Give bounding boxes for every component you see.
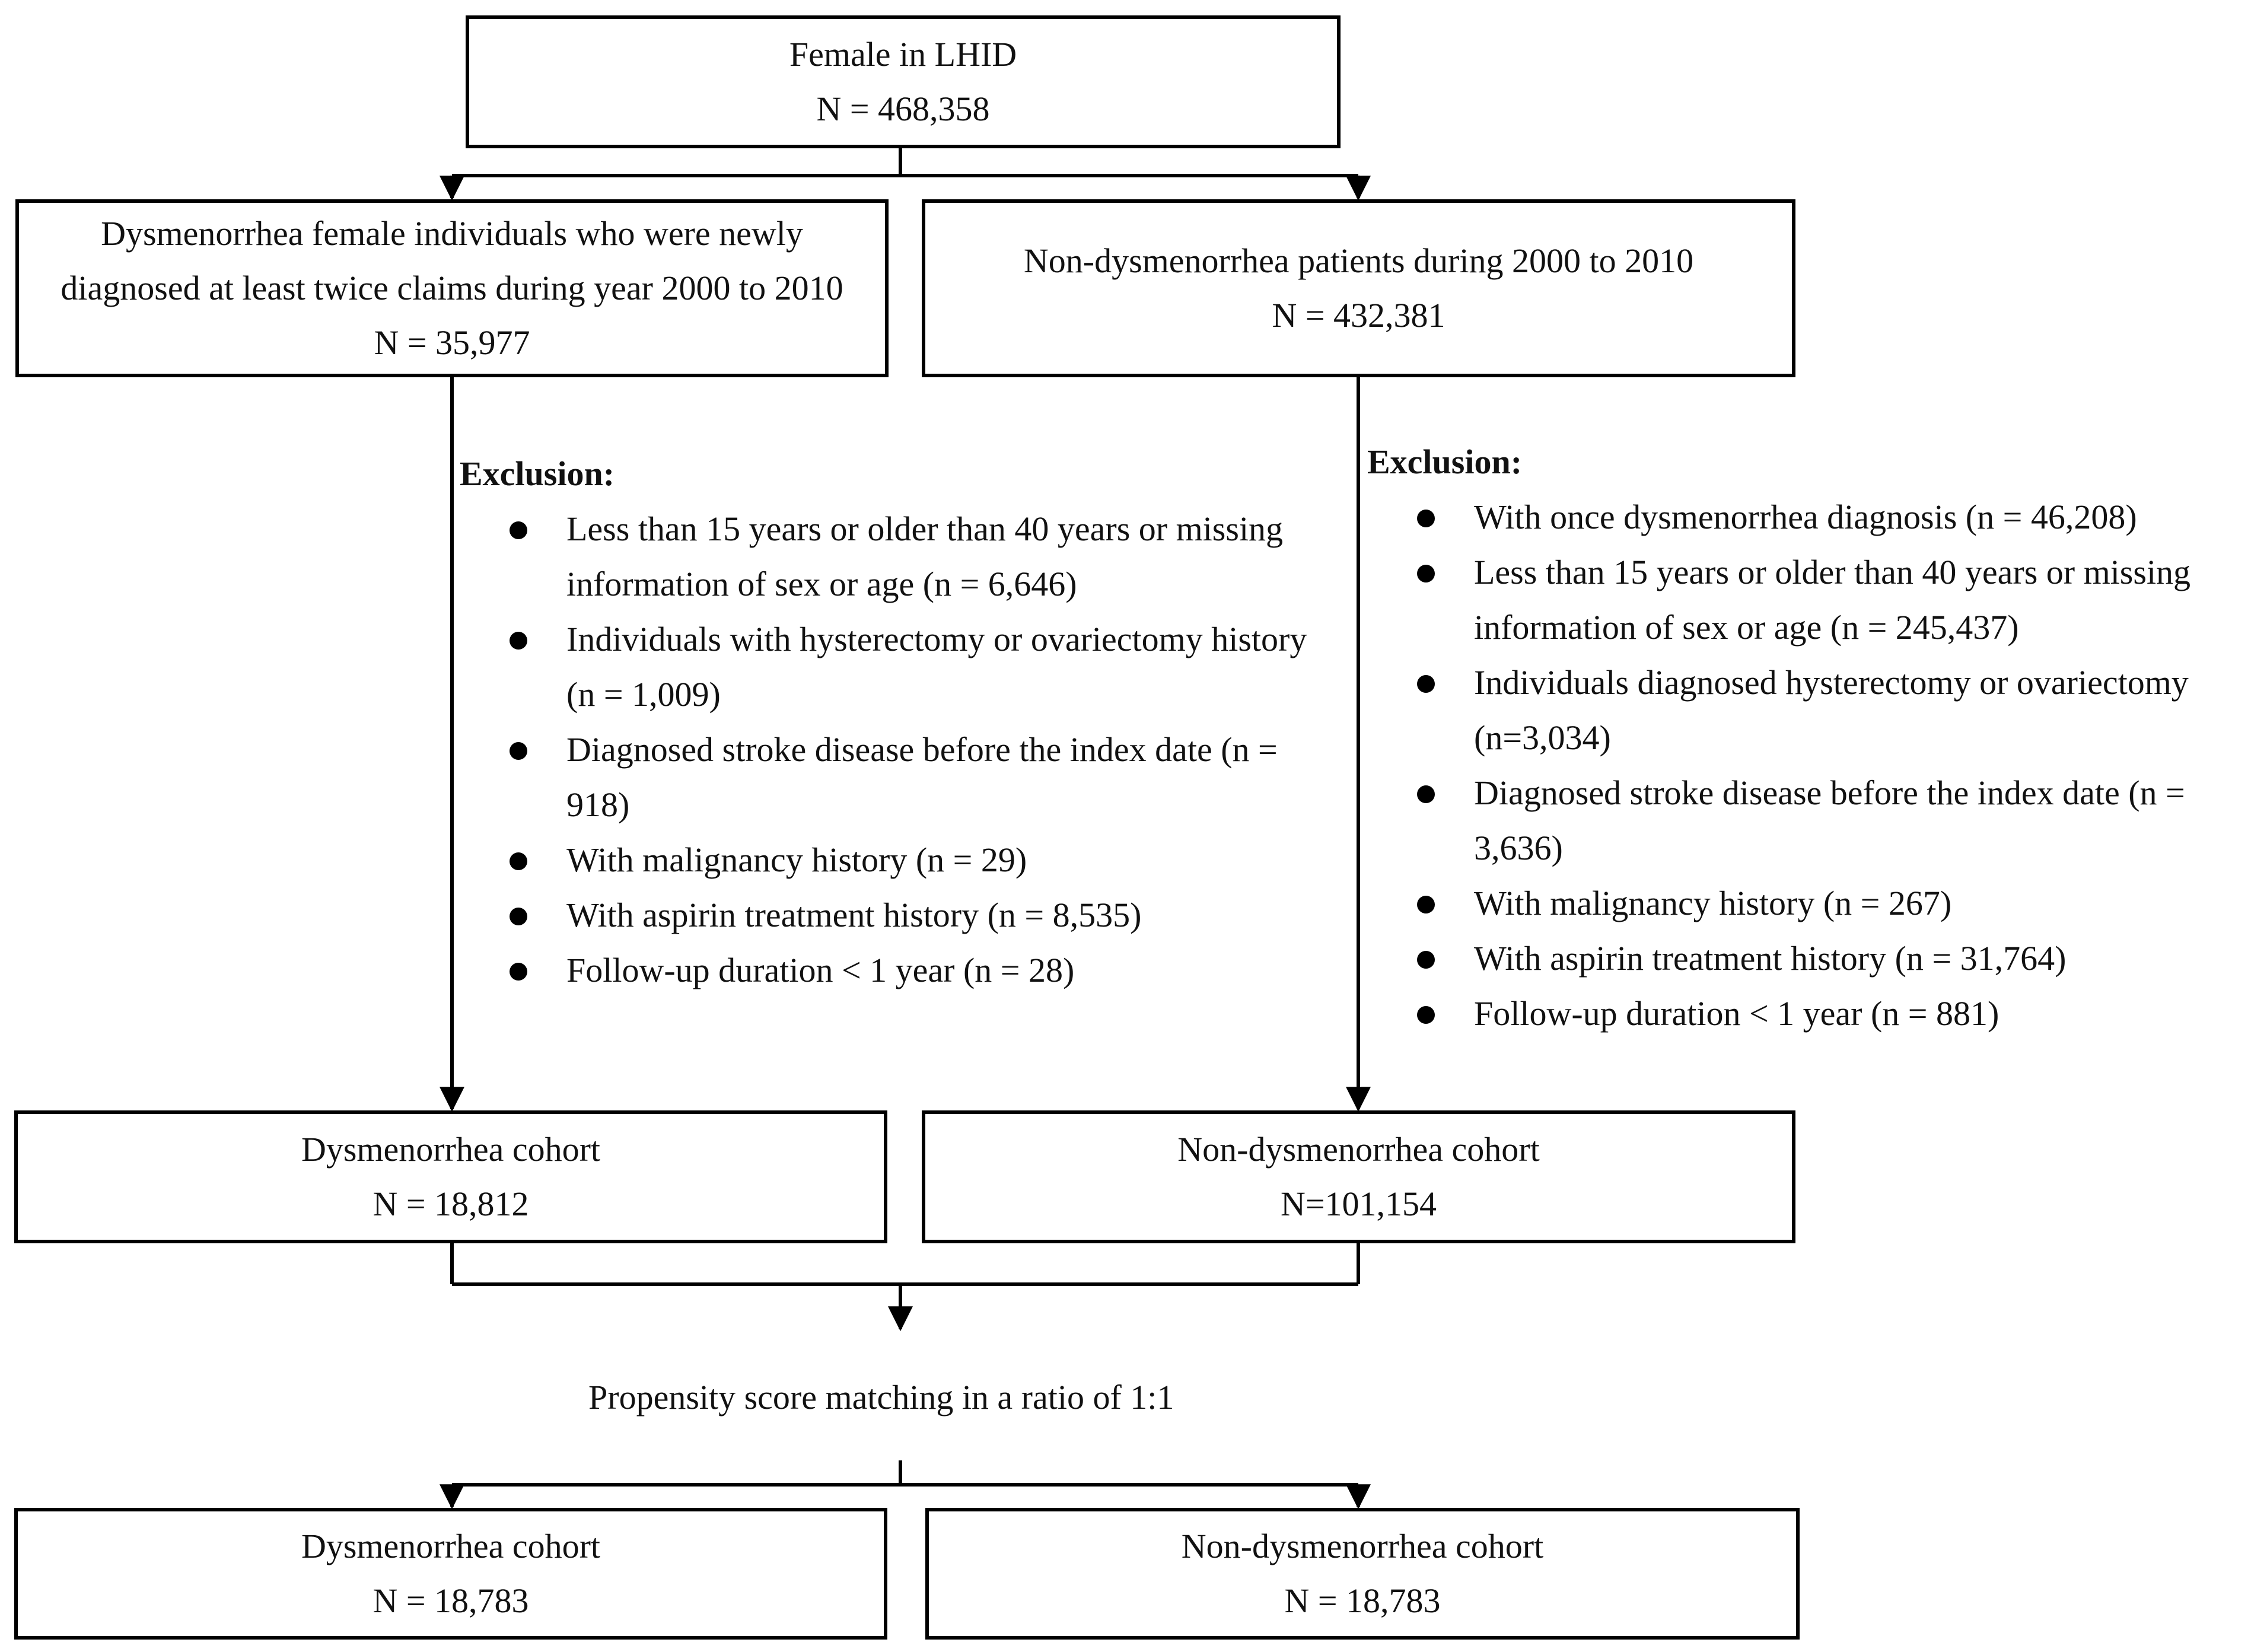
box-dysmenorrhea-cohort-count: N = 18,812 — [372, 1185, 529, 1223]
box-dysmenorrhea-initial-count: N = 35,977 — [374, 323, 530, 362]
exclusion-item: Individuals with hysterectomy or ovariec… — [460, 612, 1326, 722]
box-female-lhid: Female in LHID N = 468,358 — [466, 15, 1341, 148]
box-non-dysmenorrhea-matched-title: Non-dysmenorrhea cohort — [1181, 1527, 1544, 1565]
box-dysmenorrhea-matched-title: Dysmenorrhea cohort — [301, 1527, 601, 1565]
exclusion-right: Exclusion: With once dysmenorrhea diagno… — [1367, 434, 2251, 1041]
exclusion-item: With aspirin treatment history (n = 31,7… — [1367, 931, 2251, 986]
box-non-dysmenorrhea-initial-title: Non-dysmenorrhea patients during 2000 to… — [1023, 241, 1694, 280]
box-non-dysmenorrhea-initial: Non-dysmenorrhea patients during 2000 to… — [922, 199, 1795, 377]
box-dysmenorrhea-matched: Dysmenorrhea cohort N = 18,783 — [14, 1508, 887, 1640]
exclusion-left: Exclusion: Less than 15 years or older t… — [460, 446, 1326, 998]
box-dysmenorrhea-initial: Dysmenorrhea female individuals who were… — [15, 199, 889, 377]
box-non-dysmenorrhea-cohort: Non-dysmenorrhea cohort N=101,154 — [922, 1110, 1795, 1243]
box-dysmenorrhea-cohort-title: Dysmenorrhea cohort — [301, 1130, 601, 1169]
exclusion-item: Less than 15 years or older than 40 year… — [460, 501, 1326, 612]
box-female-lhid-count: N = 468,358 — [816, 90, 990, 128]
exclusion-right-title: Exclusion: — [1367, 443, 1523, 481]
exclusion-item: Individuals diagnosed hysterectomy or ov… — [1367, 655, 2251, 765]
exclusion-item: With once dysmenorrhea diagnosis (n = 46… — [1367, 489, 2251, 545]
exclusion-item: With malignancy history (n = 29) — [460, 832, 1326, 887]
box-dysmenorrhea-initial-line2: diagnosed at least twice claims during y… — [61, 269, 843, 307]
box-dysmenorrhea-cohort: Dysmenorrhea cohort N = 18,812 — [14, 1110, 887, 1243]
box-non-dysmenorrhea-cohort-title: Non-dysmenorrhea cohort — [1177, 1130, 1540, 1169]
exclusion-item: With malignancy history (n = 267) — [1367, 876, 2251, 931]
exclusion-item: Follow-up duration < 1 year (n = 28) — [460, 943, 1326, 998]
exclusion-item: With aspirin treatment history (n = 8,53… — [460, 887, 1326, 943]
box-dysmenorrhea-matched-count: N = 18,783 — [372, 1581, 529, 1620]
exclusion-item: Diagnosed stroke disease before the inde… — [1367, 765, 2251, 876]
box-non-dysmenorrhea-matched: Non-dysmenorrhea cohort N = 18,783 — [925, 1508, 1800, 1640]
exclusion-item: Diagnosed stroke disease before the inde… — [460, 722, 1326, 832]
matching-label: Propensity score matching in a ratio of … — [588, 1378, 1174, 1417]
box-non-dysmenorrhea-cohort-count: N=101,154 — [1280, 1185, 1437, 1223]
box-dysmenorrhea-initial-line1: Dysmenorrhea female individuals who were… — [101, 214, 803, 253]
box-non-dysmenorrhea-matched-count: N = 18,783 — [1284, 1581, 1441, 1620]
box-non-dysmenorrhea-initial-count: N = 432,381 — [1272, 296, 1446, 335]
exclusion-right-list: With once dysmenorrhea diagnosis (n = 46… — [1367, 489, 2251, 1041]
box-female-lhid-title: Female in LHID — [789, 35, 1017, 74]
exclusion-left-list: Less than 15 years or older than 40 year… — [460, 501, 1326, 998]
exclusion-item: Follow-up duration < 1 year (n = 881) — [1367, 986, 2251, 1041]
exclusion-item: Less than 15 years or older than 40 year… — [1367, 545, 2251, 655]
exclusion-left-title: Exclusion: — [460, 454, 615, 493]
